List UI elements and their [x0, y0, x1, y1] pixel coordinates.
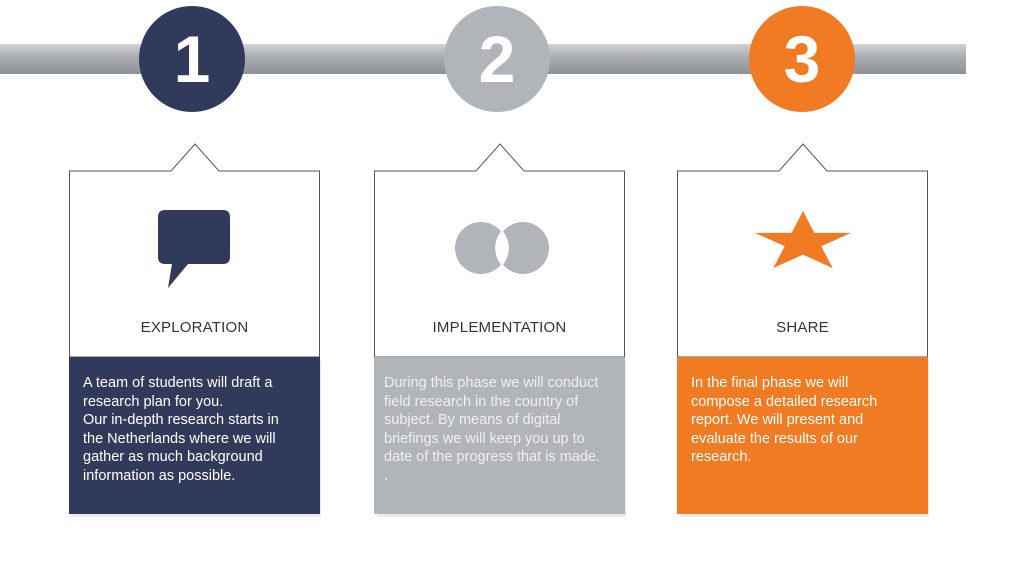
step-1-desc-line: Our in-depth research starts in	[83, 412, 279, 429]
step-3-desc-line: compose a detailed research	[691, 393, 878, 410]
step-3-title: SHARE	[776, 319, 829, 336]
step-3-circle: 3	[749, 6, 855, 112]
step-1-desc-line: the Netherlands where we will	[83, 430, 276, 447]
step-1-number: 1	[173, 22, 211, 96]
step-2-circle: 2	[444, 6, 550, 112]
step-2-desc-line: subject. By means of digital	[384, 412, 561, 429]
step-2-desc-line: .	[384, 467, 389, 484]
step-3-card	[677, 143, 929, 517]
step-3-desc-line: evaluate the results of our	[691, 430, 858, 447]
step-2-desc-line: During this phase we will conduct	[384, 375, 599, 391]
step-2-number: 2	[478, 22, 516, 96]
step-3-description: In the final phase we will compose a det…	[677, 357, 928, 467]
step-2-title: IMPLEMENTATION	[432, 319, 567, 336]
step-3-number: 3	[783, 22, 821, 96]
step-1-desc-line: A team of students will draft a	[83, 375, 273, 391]
speech-bubble-icon	[158, 210, 230, 288]
step-3-desc-line: report. We will present and	[691, 412, 864, 429]
step-2-desc-line: briefings we will keep you up to	[384, 430, 585, 447]
overlapping-circles-icon	[455, 222, 549, 274]
step-1-circle: 1	[139, 6, 245, 112]
step-1-desc-line: gather as much background	[83, 449, 263, 466]
step-1-description: A team of students will draft a research…	[69, 357, 320, 486]
step-1-title: EXPLORATION	[140, 319, 249, 336]
step-1-desc-line: information as possible.	[83, 467, 236, 484]
step-2-desc-line: field research in the country of	[384, 393, 579, 410]
step-3-desc-line: In the final phase we will	[691, 375, 849, 391]
step-2-desc-line: date of the progress that is made.	[384, 449, 601, 466]
step-1-desc-line: research plan for you.	[83, 393, 224, 410]
step-3-desc-line: research.	[691, 449, 752, 466]
star-icon	[755, 211, 851, 269]
step-2-description: During this phase we will conduct field …	[374, 357, 625, 486]
